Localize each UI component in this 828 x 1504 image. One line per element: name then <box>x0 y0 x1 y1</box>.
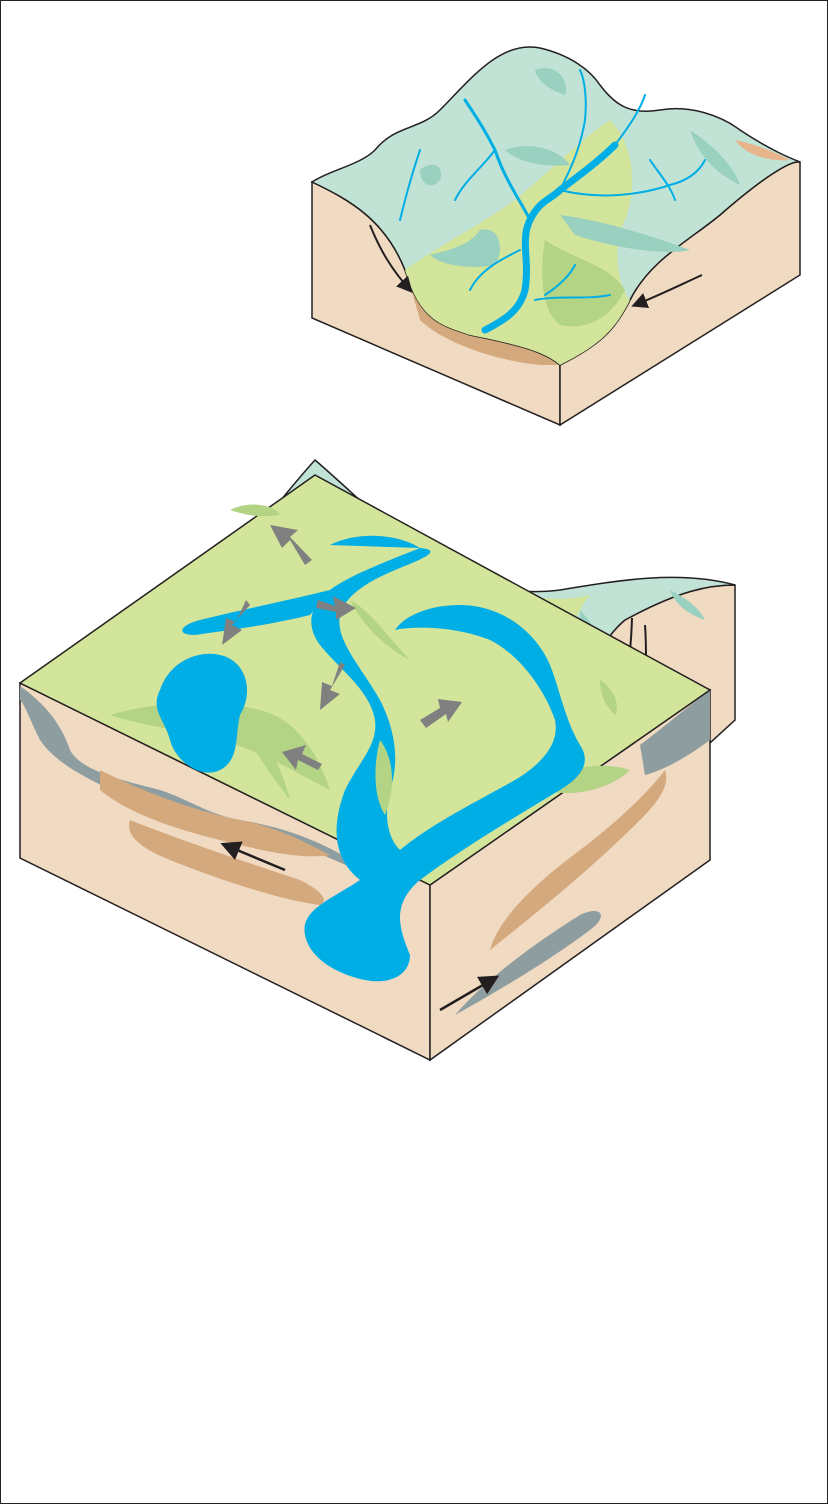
panel-old-age-floodplain <box>20 475 710 1060</box>
panel-youthful-valley <box>312 47 800 425</box>
